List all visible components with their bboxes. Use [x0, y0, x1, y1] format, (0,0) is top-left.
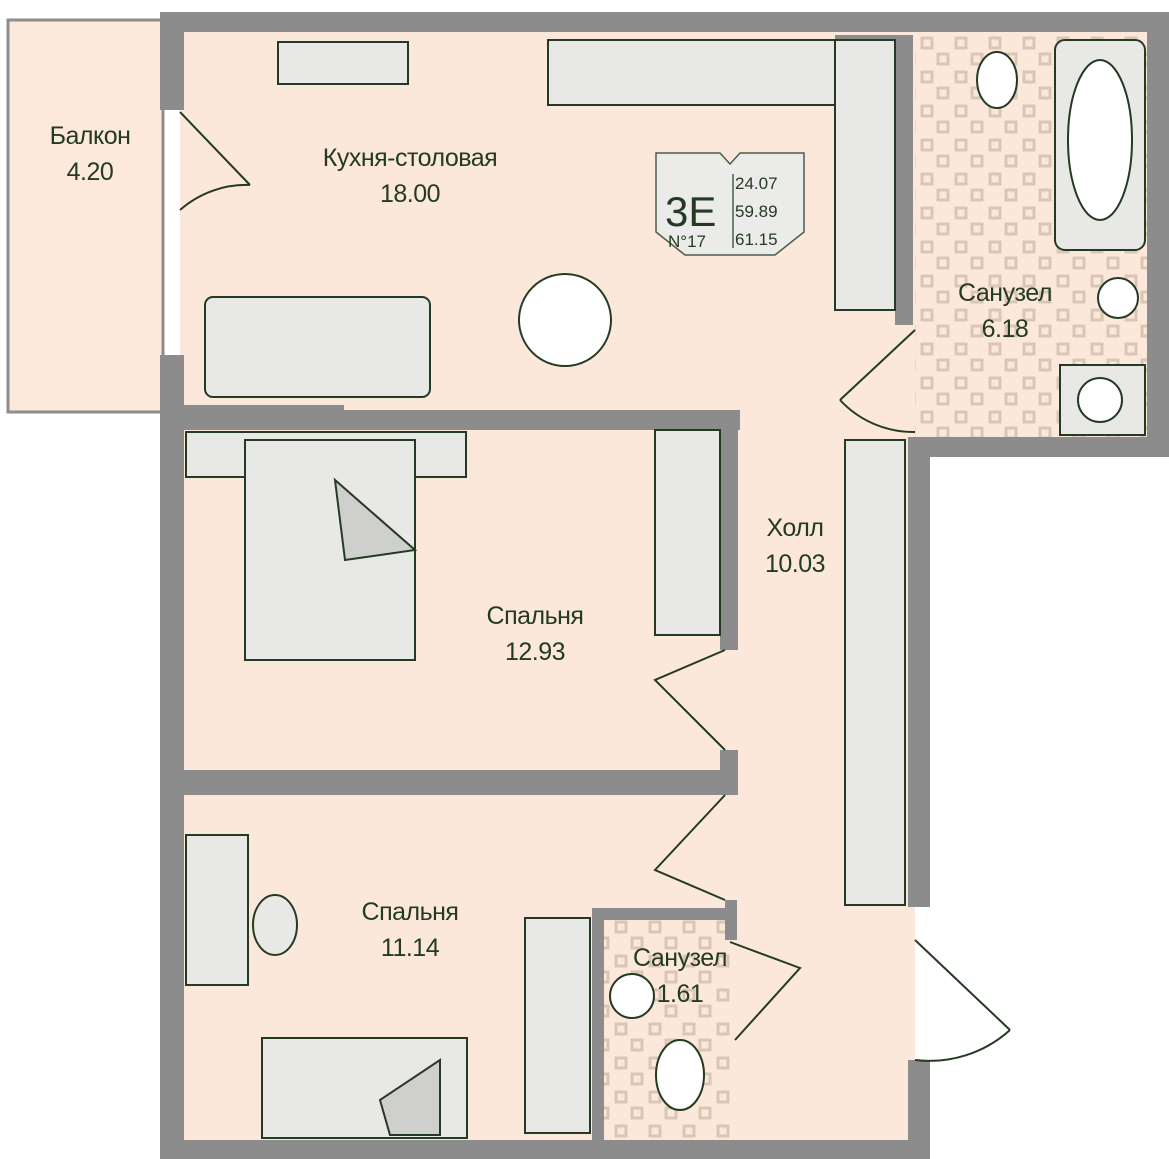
living-area: 24.07: [735, 174, 778, 193]
room-label-bedroom1: Спальня 12.93: [455, 598, 615, 670]
total-area-with-balcony: 61.15: [735, 230, 778, 249]
room-label-bathroom: Санузел 6.18: [930, 275, 1080, 347]
room-name: Кухня-столовая: [322, 144, 498, 172]
balcony-floor: [6, 18, 165, 414]
apartment-number: N°17: [668, 232, 706, 251]
room-label-kitchen: Кухня-столовая 18.00: [270, 140, 550, 212]
furniture: [185, 39, 1146, 1139]
room-name: Балкон: [49, 122, 131, 150]
apartment-badge: 3E N°17 24.07 59.89 61.15: [655, 152, 805, 256]
wc-floor: [600, 915, 730, 1143]
apartment-areas: 24.07 59.89 61.15: [735, 170, 778, 254]
room-label-bedroom2: Спальня 11.14: [330, 894, 490, 966]
room-area: 11.14: [380, 934, 440, 962]
room-area: 6.18: [981, 315, 1029, 343]
room-area: 12.93: [504, 638, 566, 666]
room-name: Спальня: [361, 898, 459, 926]
room-area: 4.20: [66, 158, 114, 186]
walls: [160, 12, 1169, 1159]
room-name: Санузел: [958, 279, 1052, 307]
room-area: 1.61: [656, 980, 704, 1008]
room-name: Спальня: [486, 602, 584, 630]
apartment-type: 3E: [665, 188, 717, 235]
room-name: Холл: [766, 514, 824, 542]
room-label-balcony: Балкон 4.20: [20, 118, 160, 190]
doors: [179, 111, 1011, 1062]
room-label-hall: Холл 10.03: [735, 510, 855, 582]
room-area: 10.03: [764, 550, 826, 578]
room-area: 18.00: [379, 180, 441, 208]
badge-shape: [655, 152, 805, 256]
room-name: Санузел: [633, 944, 727, 972]
total-area: 59.89: [735, 202, 778, 221]
room-label-wc: Санузел 1.61: [610, 940, 750, 1012]
